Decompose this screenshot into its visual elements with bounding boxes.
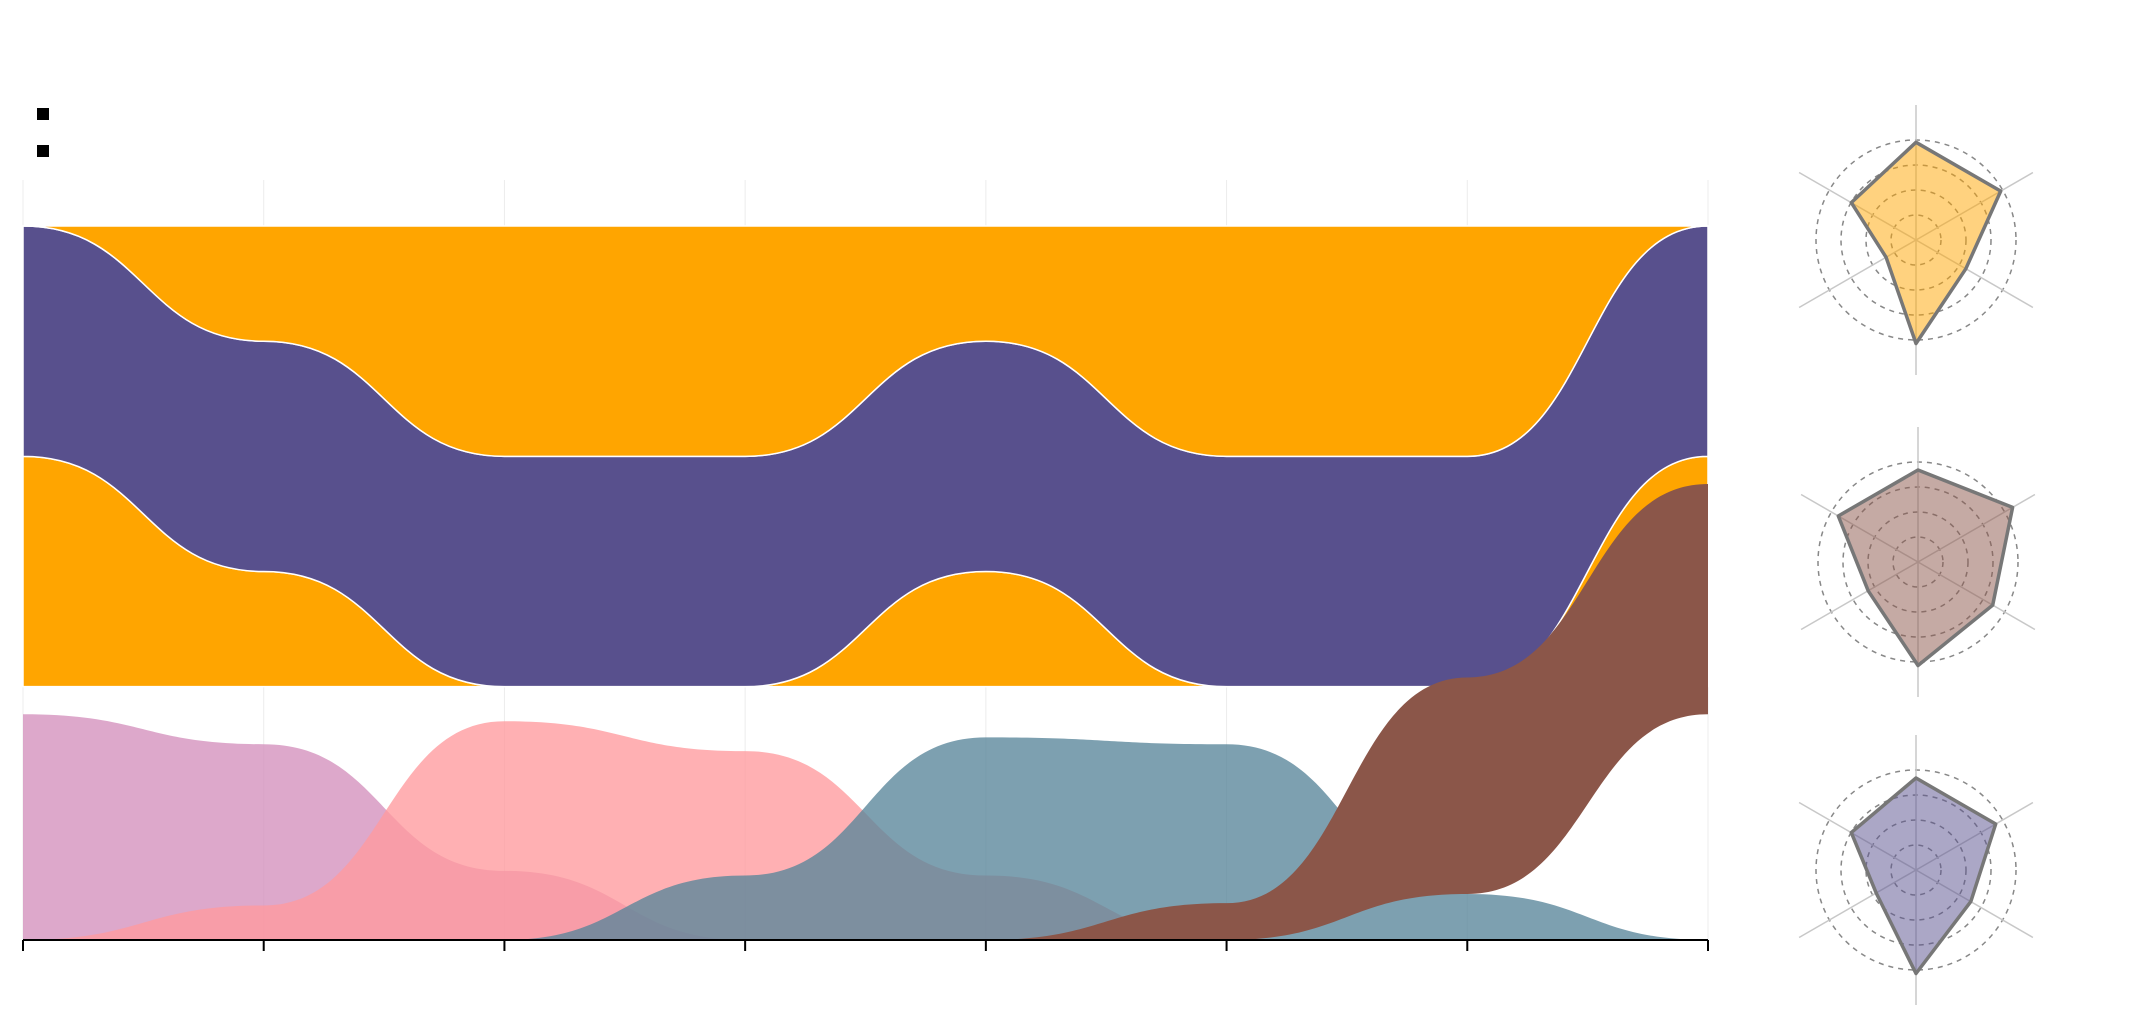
- radar-insets: [1798, 105, 2036, 1005]
- radar-2: [1798, 735, 2034, 1005]
- legend: [37, 108, 49, 157]
- legend-marker-1: [37, 145, 49, 157]
- radar-0: [1798, 105, 2034, 375]
- legend-marker-0: [37, 108, 49, 120]
- radar-1: [1800, 427, 2036, 697]
- stream-series-2: [22, 225, 1709, 458]
- radar-1-shape: [1836, 468, 2015, 668]
- stacked-stream-series: [22, 225, 1709, 688]
- radar-0-shape: [1849, 140, 2003, 346]
- radar-2-shape: [1849, 776, 1998, 976]
- x-axis: [22, 939, 1709, 951]
- overlay-area-series: [23, 484, 1708, 940]
